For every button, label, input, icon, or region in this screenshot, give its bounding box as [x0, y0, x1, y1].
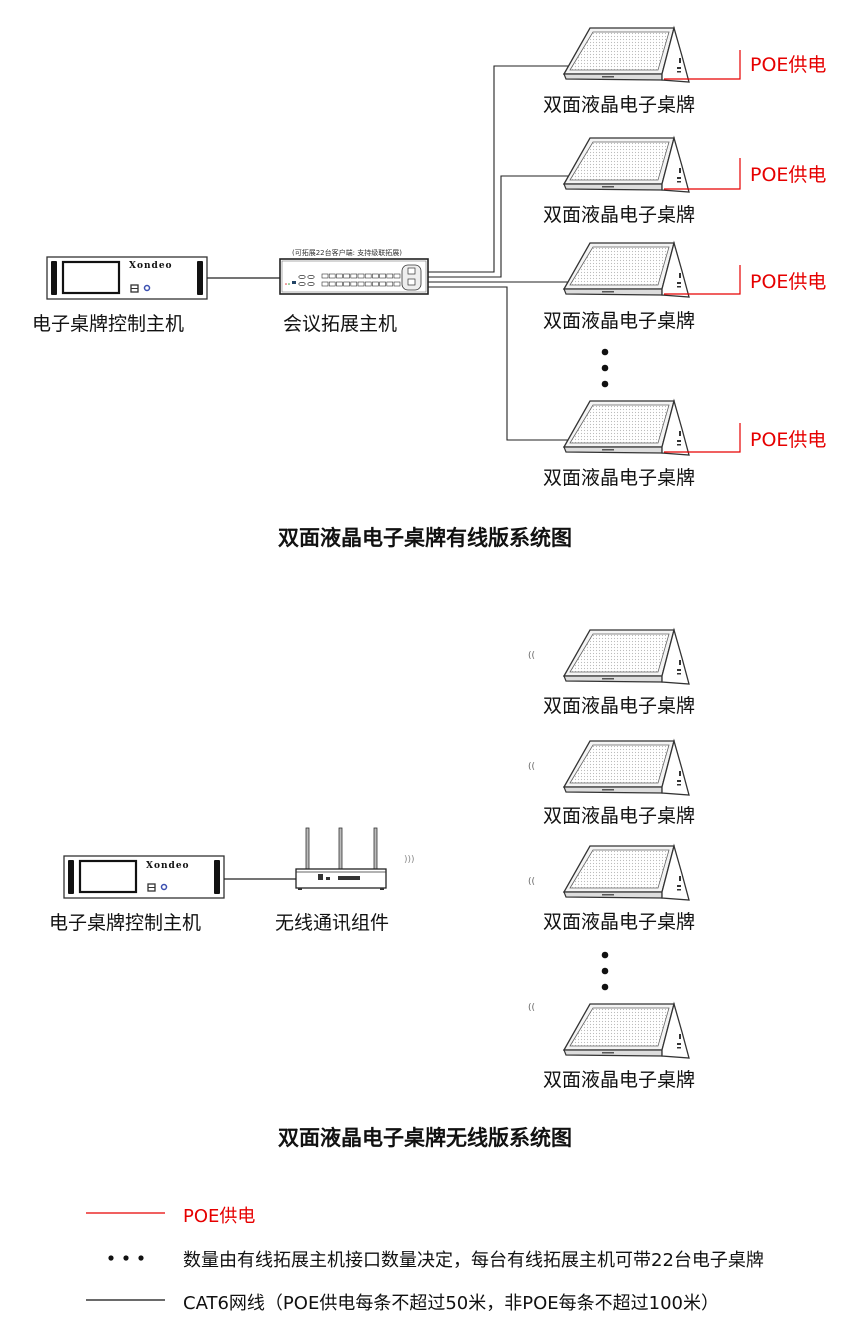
expansion-switch: [279, 258, 429, 295]
switch-port: [328, 281, 336, 287]
switch-port: [336, 281, 343, 287]
poe-label: POE供电: [750, 429, 827, 451]
sign-label: 双面液晶电子桌牌: [543, 94, 696, 116]
wired-diagram-title: 双面液晶电子桌牌有线版系统图: [278, 526, 572, 550]
switch-note: (可拓展22台客户端: 支持级联拓展): [292, 249, 402, 257]
poe-label: POE供电: [750, 271, 827, 293]
controller-host-wireless: [62, 854, 226, 900]
wifi-icon-router: ))): [404, 855, 415, 865]
wireless-router: [295, 827, 387, 890]
switch-port: [321, 281, 329, 287]
controller-label-wireless: 电子桌牌控制主机: [49, 912, 202, 934]
more-signs-dots-wired: [601, 348, 609, 388]
switch-port: [386, 273, 394, 279]
svg-text:((: ((: [528, 877, 535, 887]
legend-poe-text: POE供电: [183, 1206, 256, 1227]
switch-port: [357, 281, 365, 287]
more-signs-dots-wireless: [601, 951, 609, 991]
router-label: 无线通讯组件: [275, 912, 390, 934]
switch-port: [321, 273, 329, 279]
svg-text:((: ((: [528, 1003, 535, 1013]
switch-port: [372, 273, 379, 279]
switch-port: [343, 273, 350, 279]
sign-label: 双面液晶电子桌牌: [543, 467, 696, 489]
switch-port: [393, 281, 401, 287]
switch-port: [379, 273, 386, 279]
switch-port: [350, 281, 358, 287]
wireless-diagram-title: 双面液晶电子桌牌无线版系统图: [278, 1126, 572, 1150]
switch-label: 会议拓展主机: [283, 313, 398, 335]
sign-label: 双面液晶电子桌牌: [543, 310, 696, 332]
sign-label: 双面液晶电子桌牌: [543, 805, 696, 827]
switch-port: [393, 273, 401, 279]
switch-port: [343, 281, 350, 287]
controller-label-wired: 电子桌牌控制主机: [32, 313, 185, 335]
controller-host-wired: [45, 255, 209, 301]
sign-label: 双面液晶电子桌牌: [543, 1069, 696, 1091]
cat6-cables-wired: [428, 65, 570, 441]
switch-port: [364, 281, 372, 287]
poe-label: POE供电: [750, 164, 827, 186]
legend-dots: [108, 1255, 144, 1261]
switch-port: [350, 273, 358, 279]
controller-brand-wireless: Xondeo: [146, 861, 190, 871]
switch-port: [357, 273, 365, 279]
controller-brand-wired: Xondeo: [129, 261, 173, 271]
poe-label: POE供电: [750, 54, 827, 76]
sign-label: 双面液晶电子桌牌: [543, 911, 696, 933]
switch-port: [364, 273, 372, 279]
sign-label: 双面液晶电子桌牌: [543, 695, 696, 717]
wifi-icons-signs: (( (( (( ((: [528, 651, 535, 1013]
switch-port: [386, 281, 394, 287]
switch-port: [379, 281, 386, 287]
poe-lines: [664, 50, 741, 453]
legend-dots-text: 数量由有线拓展主机接口数量决定，每台有线拓展主机可带22台电子桌牌: [183, 1250, 764, 1271]
switch-port: [328, 273, 336, 279]
switch-port: [372, 281, 379, 287]
sign-label: 双面液晶电子桌牌: [543, 204, 696, 226]
svg-text:((: ((: [528, 651, 535, 661]
switch-port: [336, 273, 343, 279]
svg-text:((: ((: [528, 762, 535, 772]
legend-cable-text: CAT6网线（POE供电每条不超过50米，非POE每条不超过100米）: [183, 1293, 719, 1314]
